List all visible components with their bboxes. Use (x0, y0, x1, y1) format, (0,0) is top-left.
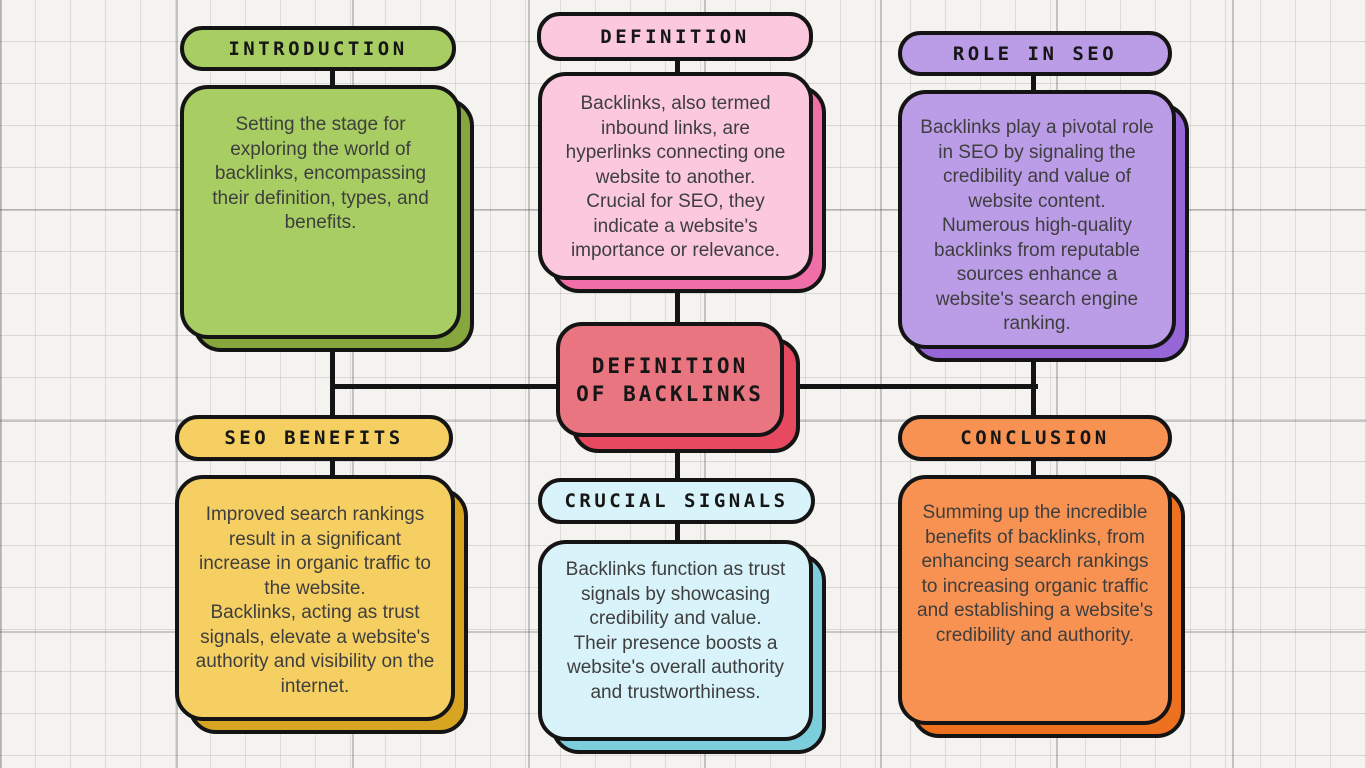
node-conclusion-header: CONCLUSION (898, 415, 1172, 461)
node-crucial-signals-body: Backlinks function as trust signals by s… (538, 540, 813, 741)
node-role-in-seo-card: Backlinks play a pivotal role in SEO by … (898, 90, 1189, 362)
node-definition-card: Backlinks, also termed inbound links, ar… (538, 72, 826, 293)
node-introduction-body: Setting the stage for exploring the worl… (180, 85, 461, 339)
center-title-line2: OF BACKLINKS (576, 381, 764, 406)
connector-definition-header-body (675, 54, 680, 78)
connector-right-column (1031, 340, 1036, 424)
node-role-in-seo-header: ROLE IN SEO (898, 31, 1172, 76)
node-role-in-seo-text: Backlinks play a pivotal role in SEO by … (920, 117, 1154, 334)
node-introduction-text: Setting the stage for exploring the worl… (212, 114, 429, 233)
center-title: DEFINITION OF BACKLINKS (576, 354, 764, 406)
node-introduction-title: INTRODUCTION (228, 37, 408, 60)
node-seo-benefits-title: SEO BENEFITS (224, 427, 404, 449)
node-conclusion-body: Summing up the incredible benefits of ba… (898, 475, 1172, 725)
connector-role-header-body (1031, 70, 1036, 96)
node-definition-title: DEFINITION (600, 25, 750, 48)
node-conclusion-card: Summing up the incredible benefits of ba… (898, 475, 1185, 738)
connector-center-crucial (675, 432, 680, 484)
node-crucial-signals-title: CRUCIAL SIGNALS (564, 490, 789, 512)
node-introduction-header: INTRODUCTION (180, 26, 456, 71)
node-seo-benefits-text: Improved search rankings result in a sig… (195, 504, 435, 697)
center-title-line1: DEFINITION (591, 353, 749, 378)
node-definition-header: DEFINITION (537, 12, 813, 61)
connector-crucial-header-body (675, 518, 680, 546)
node-seo-benefits-body: Improved search rankings result in a sig… (175, 475, 455, 721)
node-definition-text: Backlinks, also termed inbound links, ar… (565, 93, 786, 261)
node-role-in-seo-title: ROLE IN SEO (952, 42, 1118, 65)
node-seo-benefits-card: Improved search rankings result in a sig… (175, 475, 468, 734)
connector-seo-header-body (330, 455, 335, 481)
node-crucial-signals-header: CRUCIAL SIGNALS (538, 478, 815, 524)
node-center-body: DEFINITION OF BACKLINKS (556, 322, 784, 437)
connector-conclusion-header-body (1031, 455, 1036, 481)
connector-intro-header-body (330, 64, 335, 92)
node-conclusion-title: CONCLUSION (960, 427, 1110, 449)
node-conclusion-text: Summing up the incredible benefits of ba… (917, 502, 1153, 646)
node-crucial-signals-text: Backlinks function as trust signals by s… (565, 559, 786, 703)
connector-definition-center (675, 274, 680, 328)
node-role-in-seo-body: Backlinks play a pivotal role in SEO by … (898, 90, 1176, 349)
connector-left-column (330, 330, 335, 422)
node-crucial-signals-card: Backlinks function as trust signals by s… (538, 540, 826, 754)
node-introduction-card: Setting the stage for exploring the worl… (180, 85, 474, 352)
node-center-card: DEFINITION OF BACKLINKS (556, 322, 800, 453)
node-definition-body: Backlinks, also termed inbound links, ar… (538, 72, 813, 280)
node-seo-benefits-header: SEO BENEFITS (175, 415, 453, 461)
